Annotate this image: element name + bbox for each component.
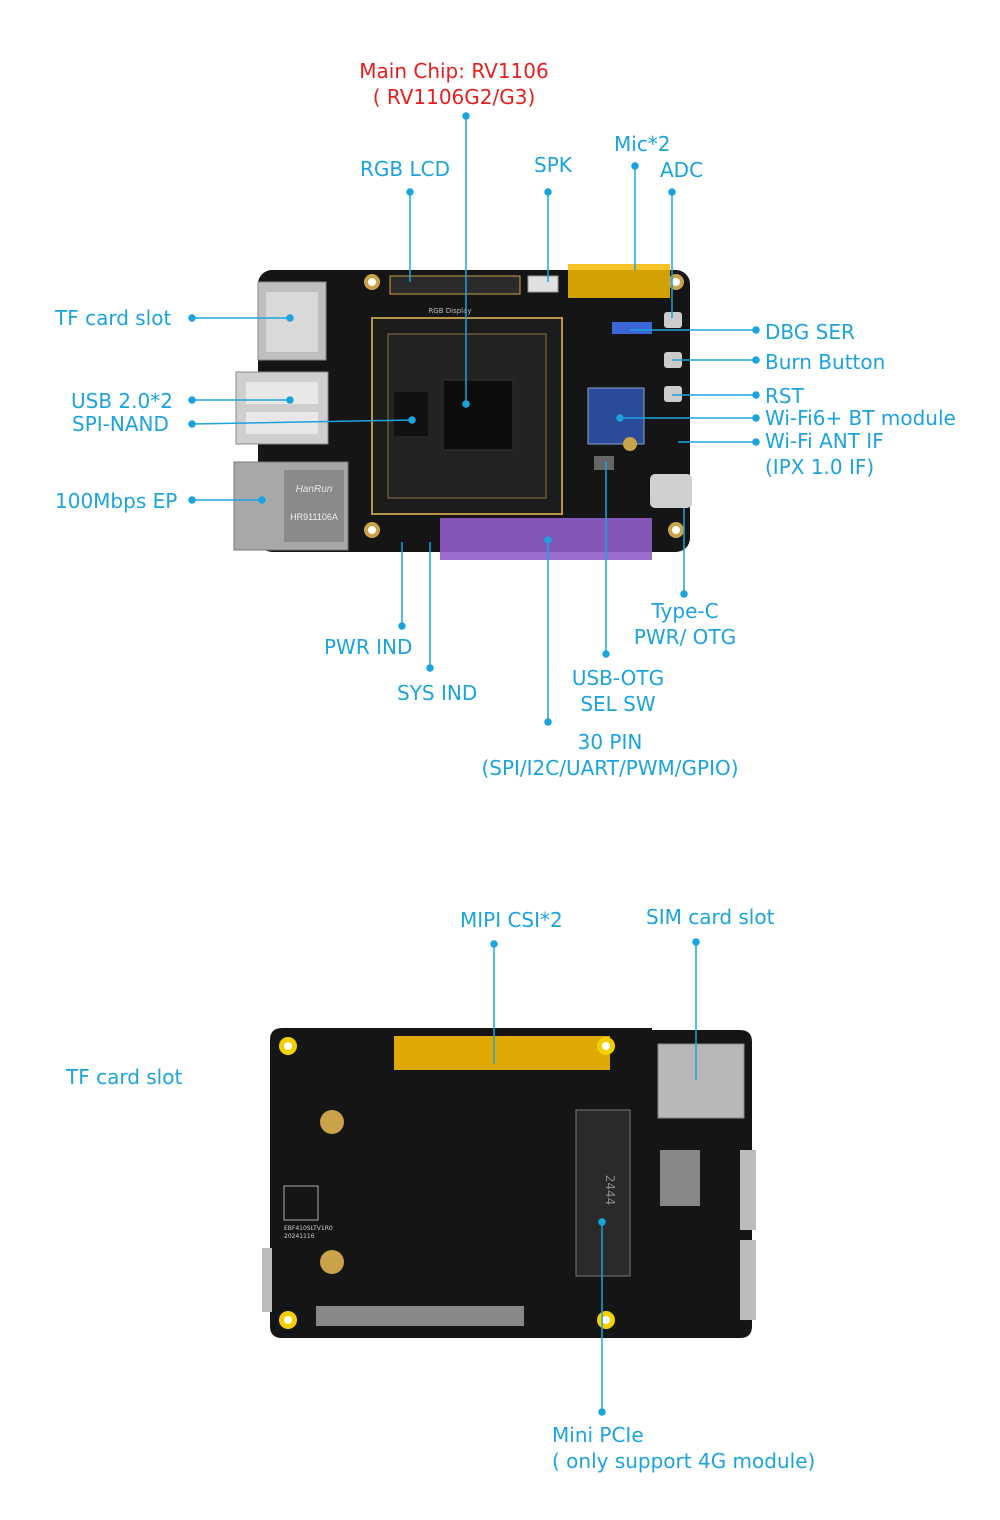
mini-pcie-slot (575, 1109, 631, 1277)
mipi-label: MIPI CSI*2 (460, 908, 563, 932)
spk-connector (527, 275, 559, 293)
gold-pad-1 (320, 1110, 344, 1134)
type-c-label: Type-C PWR/ OTG (620, 598, 750, 650)
sim-slot-component (657, 1043, 745, 1119)
type-c-line2: PWR/ OTG (633, 625, 737, 649)
gold-pad-2 (320, 1250, 344, 1274)
tf-card-label: TF card slot (55, 306, 172, 330)
board-id-text: EBF410SLTV1R0 (284, 1225, 333, 1232)
wifi-ant-line2: (IPX 1.0 IF) (765, 455, 875, 479)
pwr-ind-label: PWR IND (324, 635, 413, 659)
mini-pcie-line1: Mini PCIe (552, 1423, 644, 1447)
rgb-display-silkscreen: RGB Display (428, 307, 471, 315)
usb-otg-line2: SEL SW (580, 692, 656, 716)
usb-otg-line1: USB-OTG (571, 666, 665, 690)
burn-button-label: Burn Button (765, 350, 886, 374)
pcie-code-text: 2444 (603, 1175, 617, 1206)
qr-box (283, 1185, 319, 1221)
board-date-text: 20241116 (284, 1233, 315, 1240)
ethernet-label: 100Mbps EP (55, 489, 178, 513)
otg-switch-component (594, 456, 614, 470)
ethernet-part-text: HR911106A (290, 512, 338, 522)
usb-otg-label: USB-OTG SEL SW (556, 665, 680, 717)
wifi-ant-label: Wi-Fi ANT IF (IPX 1.0 IF) (765, 428, 884, 480)
bottom-connector (660, 1150, 700, 1206)
type-c-line1: Type-C (651, 599, 719, 623)
dbg-ser-highlight (612, 322, 652, 334)
bottom-leader-lines (490, 938, 700, 1416)
ethernet-brand-text: HanRun (296, 484, 333, 495)
top-leader-lines (188, 112, 760, 726)
type-c-component (650, 474, 692, 508)
rv1106-chip (442, 379, 514, 451)
wifi-module-label: Wi-Fi6+ BT module (765, 406, 956, 430)
sys-ind-label: SYS IND (397, 681, 478, 705)
main-chip-label: Main Chip: RV1106 ( RV1106G2/G3) (340, 58, 568, 110)
rst-button-component (664, 386, 682, 402)
mipi-csi-highlight (394, 1036, 610, 1070)
usb-label: USB 2.0*2 (71, 389, 173, 413)
spi-nand-chip (394, 392, 428, 436)
bottom-tf-card-label: TF card slot (66, 1065, 183, 1089)
rgb-lcd-label: RGB LCD (360, 157, 450, 181)
mini-pcie-line2: ( only support 4G module) (552, 1449, 816, 1473)
ant-connector (623, 437, 637, 451)
main-chip-line1: Main Chip: RV1106 (359, 59, 549, 83)
spk-label: SPK (534, 153, 572, 177)
pin30-line2: (SPI/I2C/UART/PWM/GPIO) (481, 756, 739, 780)
rst-label: RST (765, 384, 804, 408)
bottom-board (270, 1028, 752, 1338)
mic-label: Mic*2 (614, 132, 671, 156)
dbg-component (664, 312, 682, 328)
mic-adc-highlight (568, 264, 670, 298)
rgb-lcd-connector (389, 275, 521, 295)
wifi-ant-line1: Wi-Fi ANT IF (765, 429, 884, 453)
wifi-module-component (587, 387, 645, 445)
dbg-ser-label: DBG SER (765, 320, 855, 344)
adc-label: ADC (660, 158, 704, 182)
sim-label: SIM card slot (646, 905, 775, 929)
pin30-line1: 30 PIN (577, 730, 643, 754)
spi-nand-label: SPI-NAND (72, 412, 169, 436)
main-chip-line2: ( RV1106G2/G3) (372, 85, 536, 109)
pin30-label: 30 PIN (SPI/I2C/UART/PWM/GPIO) (452, 729, 768, 781)
mini-pcie-label: Mini PCIe ( only support 4G module) (552, 1422, 815, 1474)
bottom-gpio-pads (316, 1306, 524, 1326)
